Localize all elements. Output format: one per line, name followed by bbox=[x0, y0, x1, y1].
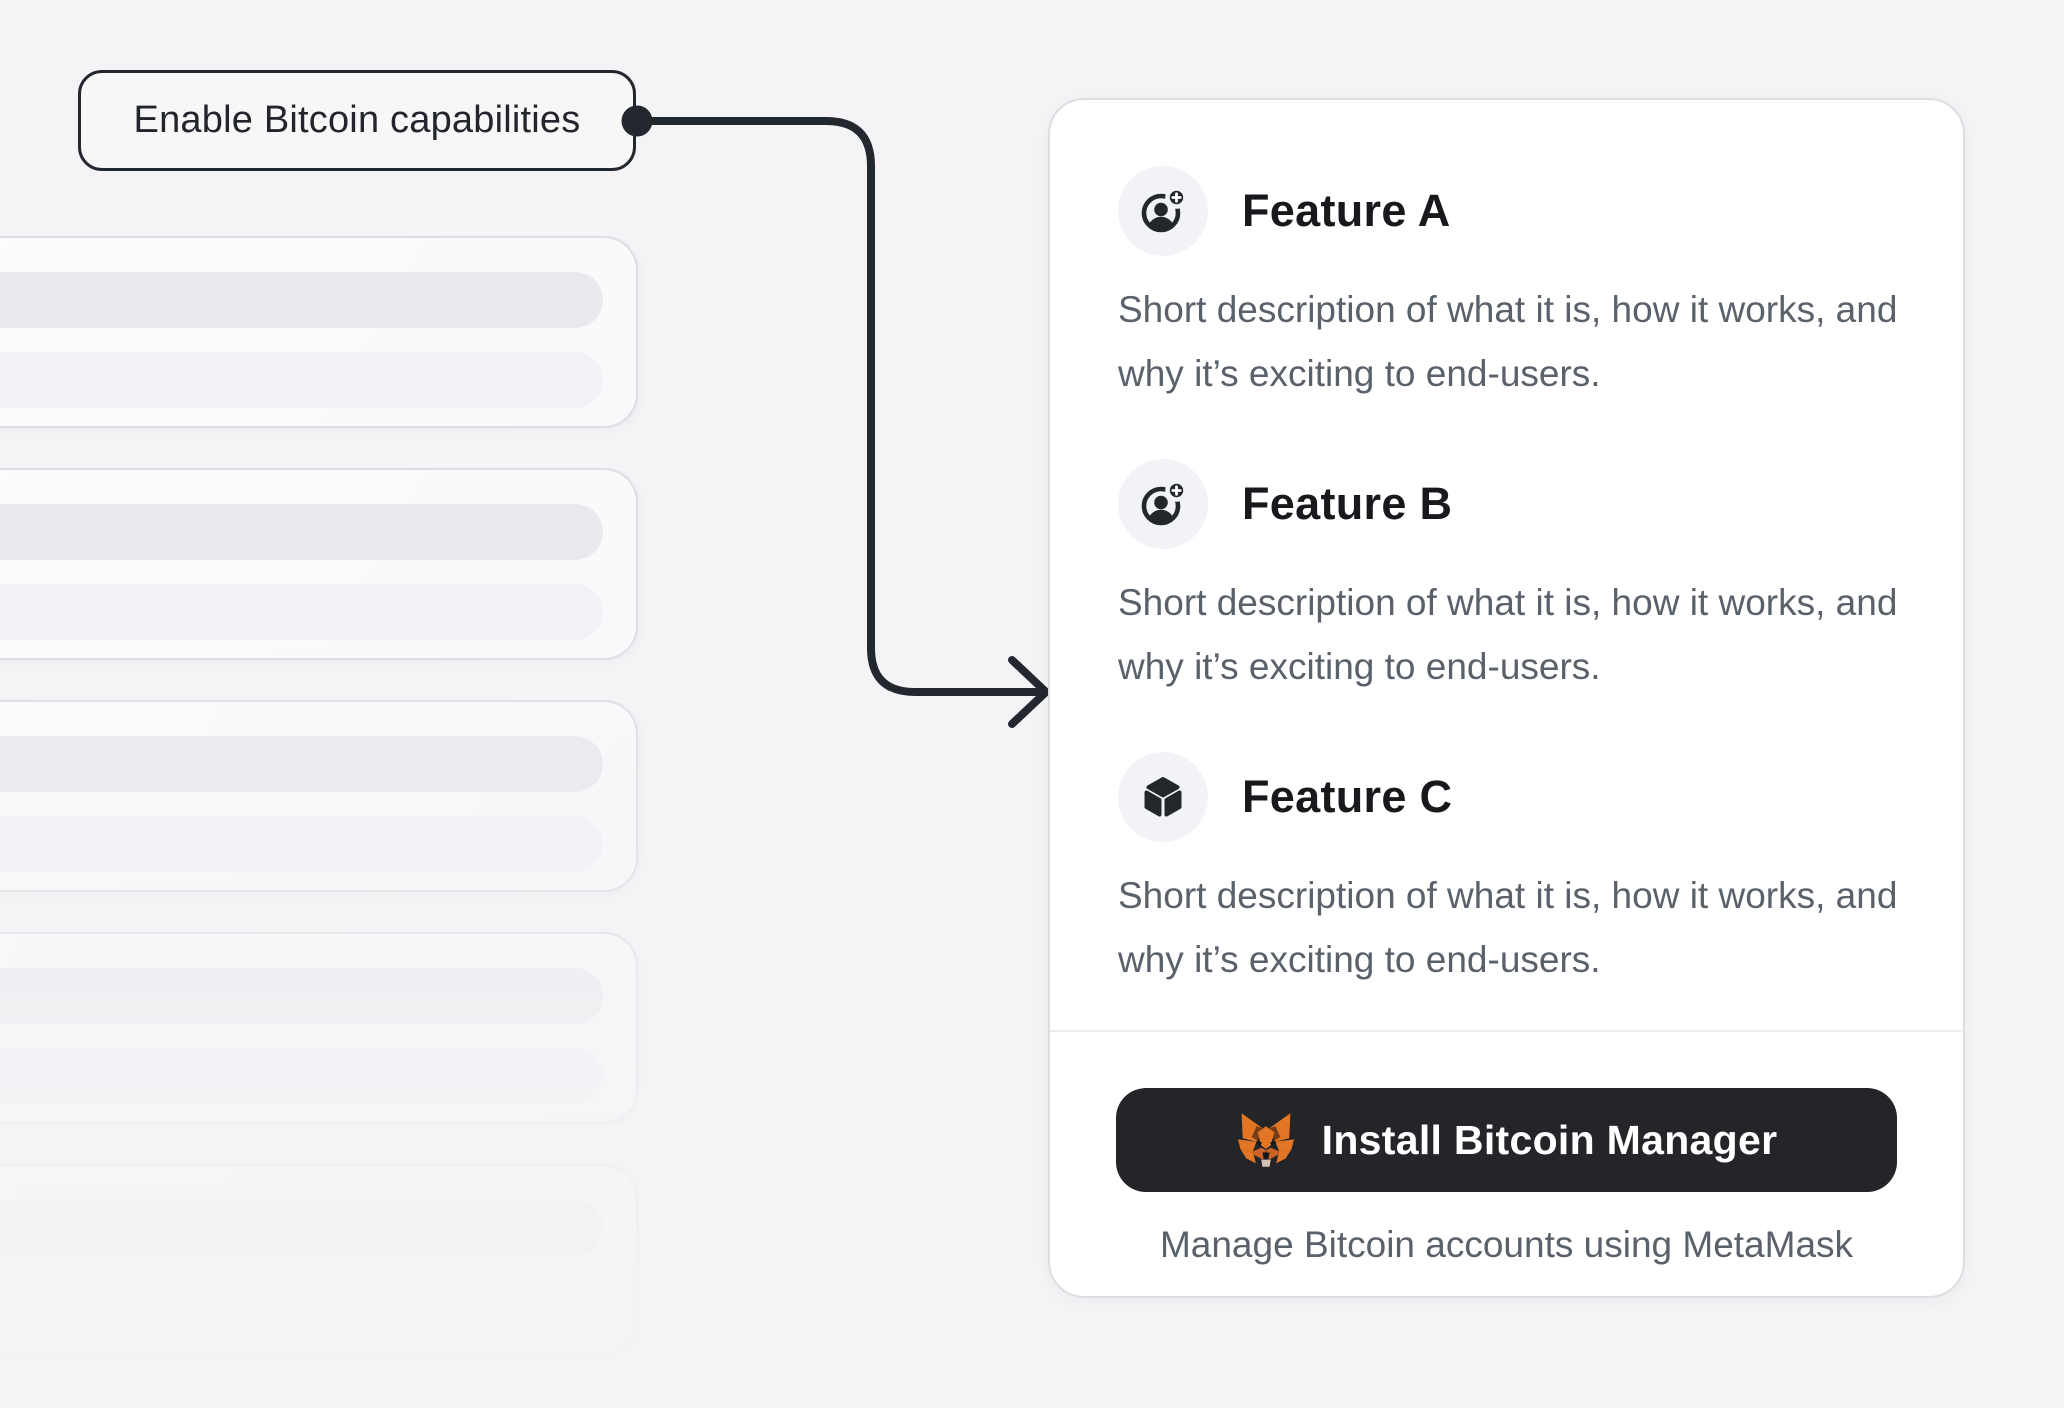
skeleton-row bbox=[0, 816, 603, 872]
panel-footer: Install Bitcoin Manager Manage Bitcoin a… bbox=[1050, 1030, 1963, 1296]
install-bitcoin-manager-button[interactable]: Install Bitcoin Manager bbox=[1116, 1088, 1897, 1192]
feature-block-b: Feature B Short description of what it i… bbox=[1118, 459, 1899, 699]
feature-description: Short description of what it is, how it … bbox=[1118, 582, 1898, 687]
skeleton-row bbox=[0, 1200, 603, 1256]
callout-label: Enable Bitcoin capabilities bbox=[78, 70, 636, 171]
feature-title: Feature A bbox=[1242, 185, 1451, 236]
skeleton-card bbox=[0, 1164, 638, 1356]
skeleton-card bbox=[0, 932, 638, 1124]
skeleton-row bbox=[0, 352, 603, 408]
feature-description: Short description of what it is, how it … bbox=[1118, 289, 1898, 394]
skeleton-card bbox=[0, 700, 638, 892]
arrowhead-icon bbox=[1008, 656, 1050, 728]
skeleton-row bbox=[0, 584, 603, 640]
feature-title: Feature B bbox=[1242, 478, 1453, 529]
feature-icon-badge bbox=[1118, 166, 1208, 256]
skeleton-row bbox=[0, 736, 603, 792]
install-button-label: Install Bitcoin Manager bbox=[1321, 1116, 1778, 1163]
feature-block-a: Feature A Short description of what it i… bbox=[1118, 166, 1899, 406]
skeleton-row bbox=[0, 504, 603, 560]
user-add-icon bbox=[1141, 186, 1188, 233]
skeleton-card bbox=[0, 236, 638, 428]
skeleton-row bbox=[0, 968, 603, 1024]
skeleton-row bbox=[0, 1280, 603, 1336]
user-add-icon bbox=[1141, 479, 1188, 526]
feature-description: Short description of what it is, how it … bbox=[1118, 875, 1898, 980]
footer-caption: Manage Bitcoin accounts using MetaMask bbox=[1159, 1224, 1854, 1265]
callout-label-text: Enable Bitcoin capabilities bbox=[133, 99, 581, 141]
feature-title: Feature C bbox=[1242, 771, 1453, 822]
skeleton-row bbox=[0, 1048, 603, 1104]
skeleton-card bbox=[0, 468, 638, 660]
skeleton-row bbox=[0, 272, 603, 328]
feature-icon-badge bbox=[1118, 752, 1208, 842]
metamask-fox-icon bbox=[1237, 1113, 1294, 1167]
feature-block-c: Feature C Short description of what it i… bbox=[1118, 752, 1899, 992]
feature-icon-badge bbox=[1118, 459, 1208, 549]
features-panel: Feature A Short description of what it i… bbox=[1048, 98, 1965, 1298]
cube-icon bbox=[1144, 777, 1182, 817]
